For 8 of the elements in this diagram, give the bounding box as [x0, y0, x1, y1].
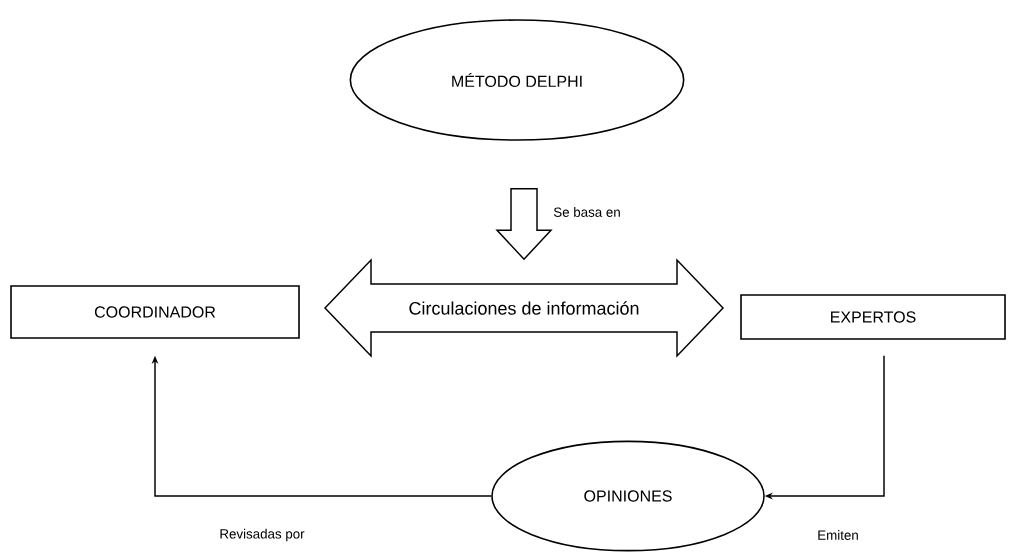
- edge-label: Se basa en: [553, 207, 620, 217]
- edge-label: Revisadas por: [220, 528, 305, 542]
- ellipse-node: MÉTODO DELPHI: [349, 19, 685, 141]
- process-box: EXPERTOS: [740, 294, 1006, 340]
- process-box: COORDINADOR: [10, 285, 300, 339]
- block-arrow: [495, 188, 553, 261]
- edge-label: Emiten: [818, 530, 858, 540]
- ellipse-node: OPINIONES: [491, 440, 765, 552]
